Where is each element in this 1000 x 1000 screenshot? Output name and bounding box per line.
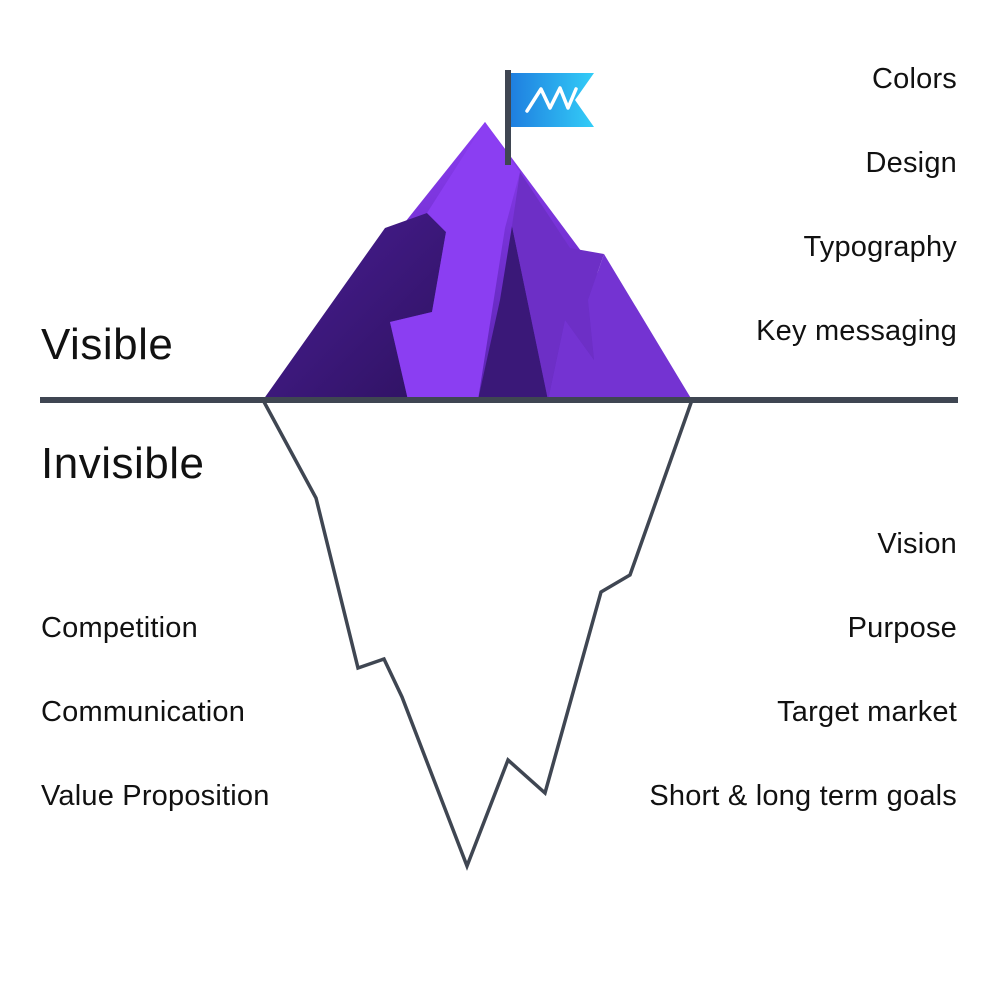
mountain-ridge-light [390, 122, 520, 400]
iceberg-underwater-outline [261, 399, 694, 871]
visible-item-key-messaging: Key messaging [756, 315, 957, 347]
visible-item-design: Design [865, 147, 957, 179]
invisible-item-competition: Competition [41, 612, 198, 644]
invisible-item-goals: Short & long term goals [649, 780, 957, 812]
invisible-heading: Invisible [41, 439, 205, 488]
invisible-item-communication: Communication [41, 696, 246, 728]
invisible-item-vision: Vision [877, 528, 957, 560]
mountain-face-right [512, 172, 604, 400]
visible-item-colors: Colors [872, 63, 957, 95]
visible-item-typography: Typography [803, 231, 957, 263]
mountain-face-right-light [548, 254, 692, 400]
invisible-item-value-proposition: Value Proposition [41, 780, 270, 812]
visible-heading: Visible [41, 320, 174, 369]
water-line [40, 397, 958, 403]
mountain-shadow-left [263, 213, 446, 400]
brand-flag-icon [511, 73, 594, 127]
invisible-item-target-market: Target market [777, 696, 957, 728]
invisible-item-purpose: Purpose [847, 612, 957, 644]
flag-pole [505, 70, 511, 165]
mountain-crevice [478, 226, 548, 400]
